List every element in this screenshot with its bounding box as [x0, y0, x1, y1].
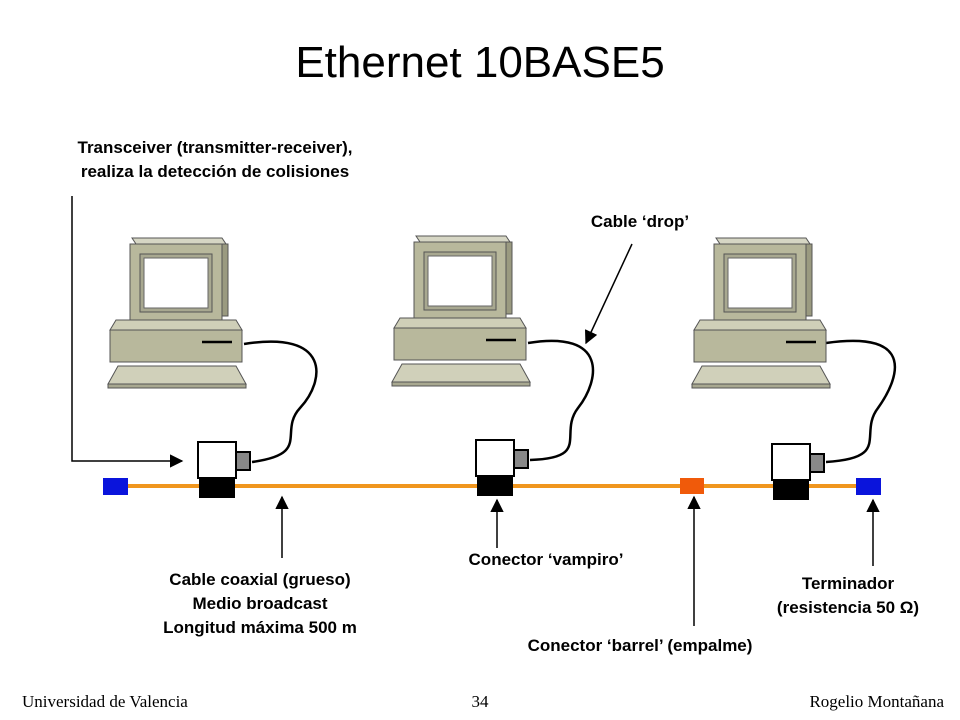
computer-icon — [106, 236, 248, 390]
coax-label-line2: Medio broadcast — [192, 594, 328, 613]
footer-page-number: 34 — [471, 692, 489, 711]
vampire-connector-label: Conector ‘vampiro’ — [468, 550, 624, 569]
terminator-icon — [856, 478, 881, 495]
barrel-connector-label: Conector ‘barrel’ (empalme) — [527, 636, 753, 655]
footer-university: Universidad de Valencia — [22, 692, 188, 711]
slide-title: Ethernet 10BASE5 — [295, 38, 665, 87]
computer-icon — [690, 236, 832, 390]
terminator-icon — [103, 478, 128, 495]
transceiver-label-line2: realiza la detección de colisiones — [80, 162, 350, 181]
transceiver-icon — [197, 441, 251, 499]
terminator-label-line2: (resistencia 50 Ω) — [776, 598, 920, 617]
drop-cable-3 — [825, 339, 897, 464]
drop-cable-label: Cable ‘drop’ — [590, 212, 690, 231]
transceiver-icon — [771, 443, 825, 501]
coax-label-line3: Longitud máxima 500 m — [163, 618, 357, 637]
terminator-label: Terminador (resistencia 50 Ω) — [748, 572, 948, 620]
coax-label-line1: Cable coaxial (grueso) — [169, 570, 351, 589]
barrel-connector-icon — [680, 478, 704, 494]
terminator-label-line1: Terminador — [801, 574, 895, 593]
footer-author: Rogelio Montañana — [809, 692, 944, 711]
coax-label: Cable coaxial (grueso) Medio broadcast L… — [120, 568, 400, 640]
transceiver-label: Transceiver (transmitter-receiver), real… — [30, 136, 400, 184]
transceiver-label-line1: Transceiver (transmitter-receiver), — [77, 138, 353, 157]
transceiver-arrow — [71, 196, 184, 468]
computer-icon — [390, 234, 532, 388]
drop-cable-1 — [243, 340, 318, 464]
drop-cable-arrow — [584, 243, 633, 345]
drop-cable-2 — [527, 339, 595, 462]
